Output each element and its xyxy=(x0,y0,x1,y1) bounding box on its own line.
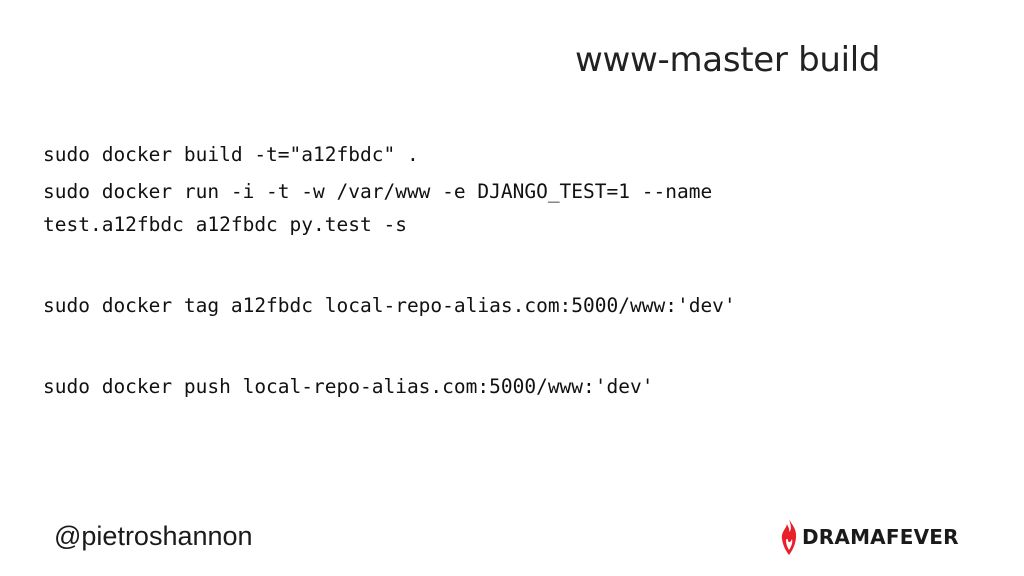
slide-title: www-master build xyxy=(575,40,881,80)
command-push: sudo docker push local-repo-alias.com:50… xyxy=(43,375,654,398)
flame-icon xyxy=(780,518,798,556)
twitter-handle: @pietroshannon xyxy=(54,521,253,551)
command-run-line-1: sudo docker run -i -t -w /var/www -e DJA… xyxy=(43,180,713,203)
command-run-line-2: test.a12fbdc a12fbdc py.test -s xyxy=(43,213,407,236)
code-block: sudo docker build -t="a12fbdc" . sudo do… xyxy=(43,138,943,403)
command-tag: sudo docker tag a12fbdc local-repo-alias… xyxy=(43,294,736,317)
dramafever-logo: DRAMAFEVER xyxy=(780,518,959,556)
logo-text: DRAMAFEVER xyxy=(802,525,959,549)
command-build: sudo docker build -t="a12fbdc" . xyxy=(43,143,419,166)
